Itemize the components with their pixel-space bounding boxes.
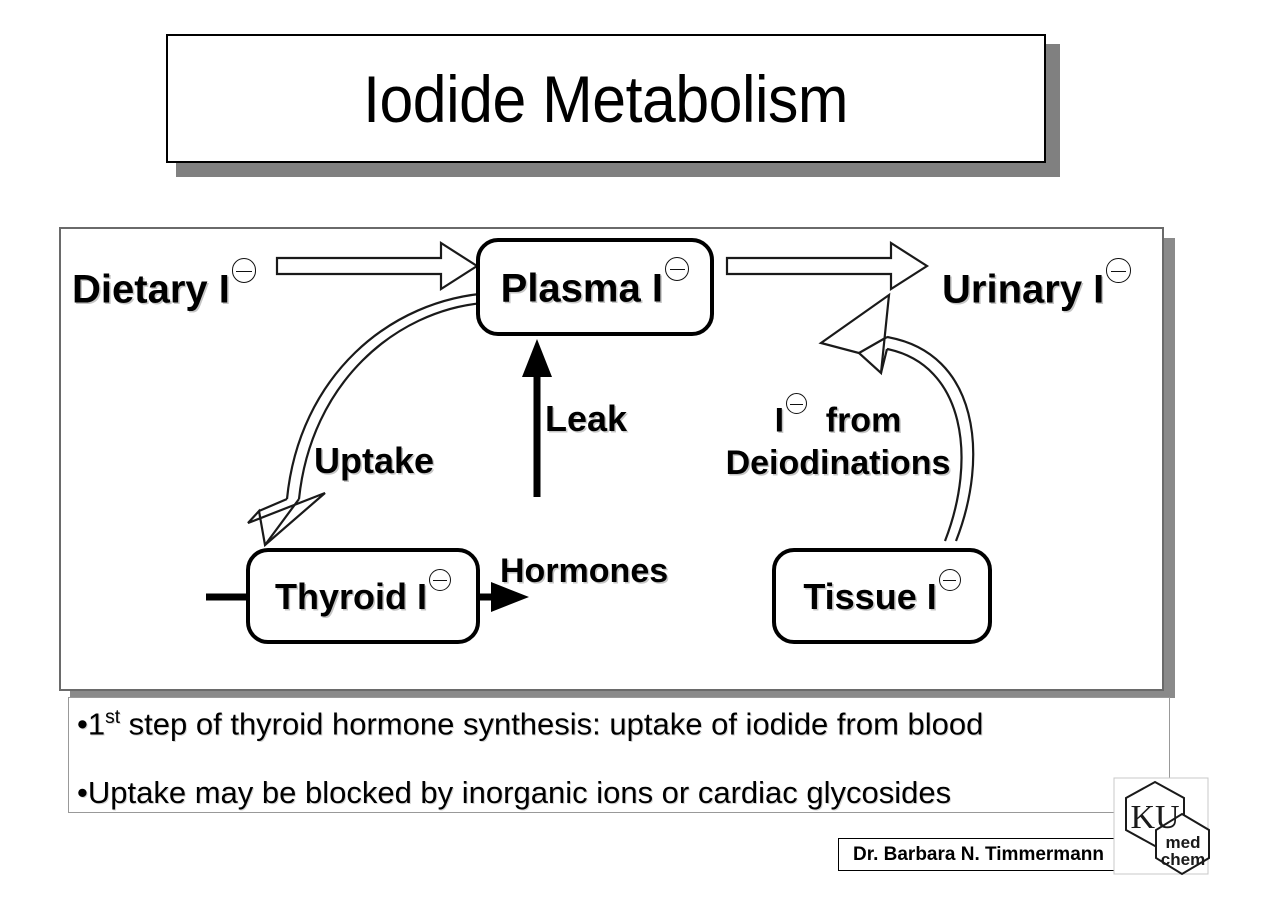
node-dietary-label: Dietary I [72,267,230,312]
charge-minus-icon [231,258,257,283]
bullet-marker: • [77,706,88,742]
charge-minus-icon [1106,258,1131,283]
node-thyroid-text: Thyroid I [275,576,428,618]
deiodination-word: Deiodinations [725,443,951,482]
ku-medchem-logo: KU med chem [1113,777,1210,876]
edge-label-leak: Leak [545,398,628,439]
node-tissue-label: Tissue I [803,568,961,618]
author-name: Dr. Barbara N. Timmermann [853,843,1104,865]
bullets-panel: •1st step of thyroid hormone synthesis: … [68,697,1170,813]
arrow-dietary-to-plasma [275,240,480,292]
title-box: Iodide Metabolism [166,34,1046,163]
edge-label-hormones: Hormones [500,552,669,590]
node-urinary-iodide: Urinary I [942,258,1131,313]
bullet-marker: • [77,775,88,811]
charge-minus-icon [428,568,451,592]
node-thyroid-iodide-box: Thyroid I [246,548,480,644]
author-footer-box: Dr. Barbara N. Timmermann [838,838,1119,871]
ku-logo-chem: chem [1161,850,1205,869]
ku-logo-text: KU [1130,799,1179,836]
charge-minus-icon [664,257,690,282]
deiodination-from-word: from [825,401,902,440]
bullet-item-2: •Uptake may be blocked by inorganic ions… [77,777,1169,808]
arrow-leak-up [522,339,552,497]
charge-minus-icon [938,568,961,592]
arrow-uptake-curved [247,291,492,548]
bullet-2-text: Uptake may be blocked by inorganic ions … [87,775,952,811]
node-dietary-iodide: Dietary I [72,258,257,313]
node-plasma-text: Plasma I [500,266,663,311]
arrow-plasma-to-urinary [725,240,930,292]
node-tissue-iodide-box: Tissue I [772,548,992,644]
diagram-frame-shadow-bottom [70,690,1175,698]
bullet-1-text: step of thyroid hormone synthesis: uptak… [120,706,984,742]
bullet-1-ordinal-suffix: st [105,707,121,728]
node-plasma-iodide-box: Plasma I [476,238,714,336]
node-urinary-label: Urinary I [942,267,1105,312]
charge-minus-icon [785,393,807,415]
diagram-arrows-layer [206,240,975,612]
node-tissue-text: Tissue I [803,576,937,618]
page-title: Iodide Metabolism [363,61,849,136]
diagram-frame-shadow-right [1163,238,1175,698]
arrow-deiodination-curved [818,292,975,542]
ku-logo-med: med [1166,833,1201,852]
deiodination-iodide-symbol: I [774,401,785,440]
edge-label-uptake: Uptake [314,440,435,481]
bullet-item-1: •1st step of thyroid hormone synthesis: … [77,708,1169,739]
node-thyroid-label: Thyroid I [275,568,451,618]
node-plasma-label: Plasma I [500,257,690,312]
bullet-1-number: 1 [87,706,106,742]
